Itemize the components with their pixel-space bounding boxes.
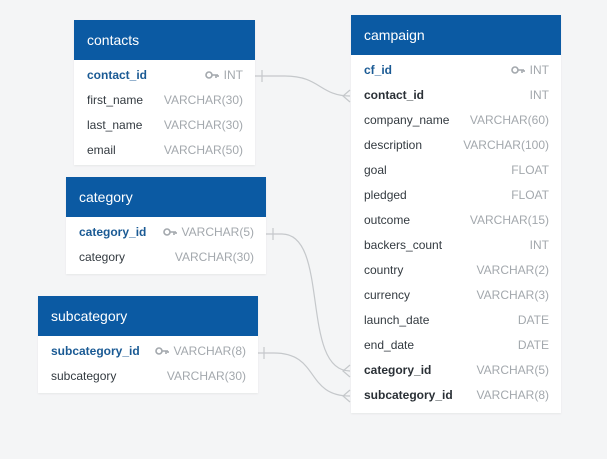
column-name: subcategory_id (51, 344, 140, 358)
column-type: FLOAT (511, 188, 549, 202)
column-type: FLOAT (511, 163, 549, 177)
column-name: last_name (87, 118, 143, 132)
column-type: INT (204, 63, 243, 88)
campaign-table[interactable]: campaign cf_id INT contact_id INT compan… (351, 15, 561, 413)
column-row[interactable]: company_name VARCHAR(60) (351, 108, 561, 133)
column-name: subcategory (51, 369, 117, 383)
column-type: VARCHAR(60) (469, 113, 549, 127)
column-row[interactable]: category_id VARCHAR(5) (66, 220, 266, 245)
column-name: currency (364, 288, 411, 302)
column-type: DATE (517, 313, 549, 327)
table-title[interactable]: subcategory (38, 296, 258, 336)
link-category-id (266, 233, 351, 372)
column-name: goal (364, 163, 387, 177)
link-subcategory-id (258, 352, 351, 397)
column-row[interactable]: first_name VARCHAR(30) (74, 88, 255, 113)
column-row[interactable]: category_id VARCHAR(5) (351, 358, 561, 383)
column-name: end_date (364, 338, 415, 352)
column-type: VARCHAR(30) (163, 118, 243, 132)
column-type: VARCHAR(8) (476, 388, 549, 402)
key-icon (154, 347, 169, 355)
subcategory-table[interactable]: subcategory subcategory_id VARCHAR(8) su… (38, 296, 258, 393)
column-type: DATE (517, 338, 549, 352)
table-title[interactable]: category (66, 177, 266, 217)
column-row[interactable]: country VARCHAR(2) (351, 258, 561, 283)
key-icon (162, 228, 177, 236)
column-type: VARCHAR(100) (463, 138, 549, 152)
column-name: contact_id (87, 68, 148, 82)
column-type: INT (529, 238, 549, 252)
column-row[interactable]: launch_date DATE (351, 308, 561, 333)
column-name: category_id (79, 225, 147, 239)
column-row[interactable]: goal FLOAT (351, 158, 561, 183)
column-name: backers_count (364, 238, 443, 252)
column-row[interactable]: cf_id INT (351, 58, 561, 83)
column-type: VARCHAR(50) (163, 143, 243, 157)
many-marker-campaign-subcategory (342, 389, 351, 403)
column-row[interactable]: subcategory_id VARCHAR(8) (38, 339, 258, 364)
column-row[interactable]: contact_id INT (351, 83, 561, 108)
column-type: VARCHAR(8) (154, 339, 246, 364)
key-icon (204, 71, 219, 79)
many-marker-campaign-contact (342, 89, 351, 103)
column-name: country (364, 263, 404, 277)
key-icon (510, 66, 525, 74)
column-name: pledged (364, 188, 407, 202)
column-type: VARCHAR(2) (476, 263, 549, 277)
column-row[interactable]: end_date DATE (351, 333, 561, 358)
column-type: VARCHAR(3) (476, 288, 549, 302)
category-table[interactable]: category category_id VARCHAR(5) category… (66, 177, 266, 274)
column-name: launch_date (364, 313, 430, 327)
table-title[interactable]: campaign (351, 15, 561, 55)
column-type: VARCHAR(5) (162, 220, 254, 245)
column-name: description (364, 138, 423, 152)
column-type: INT (510, 58, 549, 83)
column-type: VARCHAR(30) (163, 93, 243, 107)
column-row[interactable]: subcategory VARCHAR(30) (38, 364, 258, 389)
contacts-table[interactable]: contacts contact_id INT first_name VARCH… (74, 20, 255, 165)
column-type: VARCHAR(5) (476, 363, 549, 377)
column-row[interactable]: email VARCHAR(50) (74, 138, 255, 163)
column-name: subcategory_id (364, 388, 453, 402)
column-type: VARCHAR(30) (166, 369, 246, 383)
column-row[interactable]: description VARCHAR(100) (351, 133, 561, 158)
column-type: VARCHAR(15) (469, 213, 549, 227)
table-title[interactable]: contacts (74, 20, 255, 60)
column-name: company_name (364, 113, 450, 127)
column-type: INT (529, 88, 549, 102)
column-row[interactable]: contact_id INT (74, 63, 255, 88)
column-name: category (79, 250, 126, 264)
column-row[interactable]: category VARCHAR(30) (66, 245, 266, 270)
column-name: outcome (364, 213, 411, 227)
column-name: email (87, 143, 116, 157)
link-contact-id (255, 75, 351, 97)
column-name: cf_id (364, 63, 393, 77)
column-row[interactable]: backers_count INT (351, 233, 561, 258)
column-row[interactable]: pledged FLOAT (351, 183, 561, 208)
column-name: first_name (87, 93, 144, 107)
column-row[interactable]: outcome VARCHAR(15) (351, 208, 561, 233)
column-row[interactable]: last_name VARCHAR(30) (74, 113, 255, 138)
column-name: contact_id (364, 88, 425, 102)
column-row[interactable]: subcategory_id VARCHAR(8) (351, 383, 561, 408)
many-marker-campaign-category (342, 364, 351, 378)
column-type: VARCHAR(30) (174, 250, 254, 264)
column-row[interactable]: currency VARCHAR(3) (351, 283, 561, 308)
column-name: category_id (364, 363, 432, 377)
